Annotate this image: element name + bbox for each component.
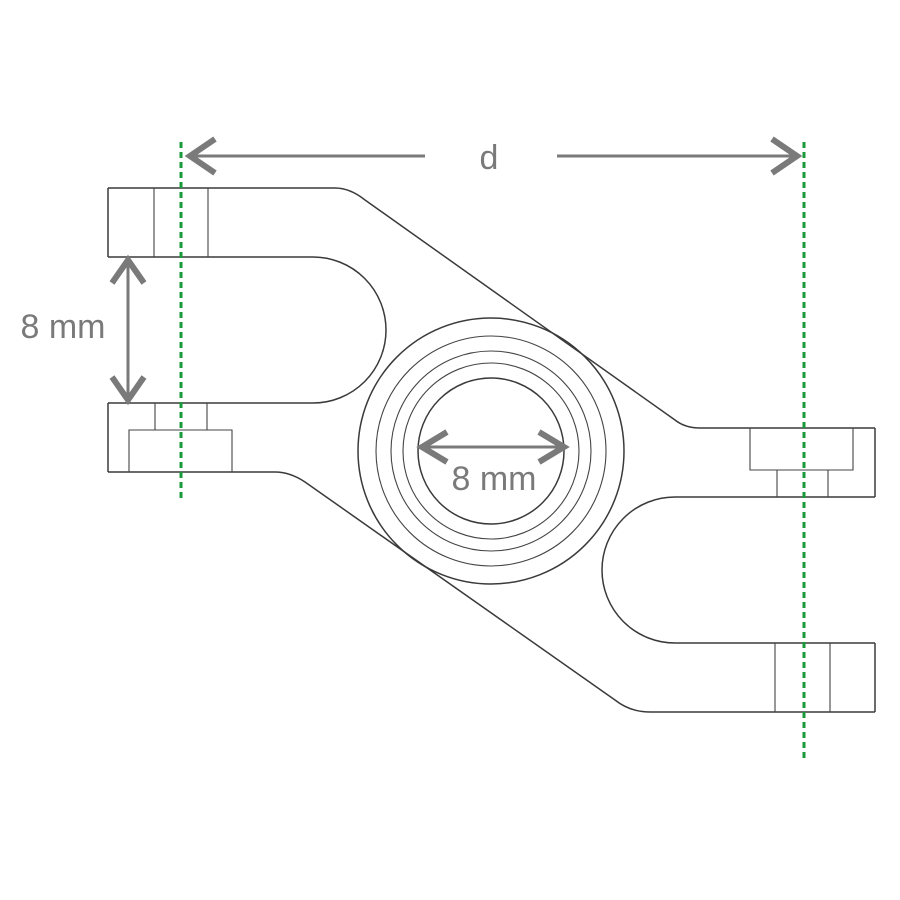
dimension-bore: [416, 429, 570, 465]
dimension-gap: [109, 254, 147, 406]
hub-outer-circle: [357, 317, 625, 585]
central-hub: [357, 317, 625, 585]
arrow-left-icon: [184, 136, 217, 176]
right-top-counterbore: [749, 428, 854, 497]
hub-bore-circle: [417, 377, 565, 525]
hub-ring-2: [390, 350, 592, 552]
distance-label: d: [480, 139, 499, 177]
hub-ring-3: [402, 362, 580, 540]
arrow-up-icon: [109, 254, 147, 285]
left-fork-slot: [108, 256, 387, 404]
left-top-hole: [153, 188, 209, 257]
right-fork-slot: [601, 496, 875, 644]
arrow-down-icon: [109, 375, 147, 406]
part-outline: [107, 187, 876, 713]
dimension-d: [184, 136, 803, 176]
gap-label: 8 mm: [21, 308, 106, 346]
upper-body-edge: [108, 187, 875, 429]
arrow-right-icon: [537, 429, 570, 465]
lower-body-edge: [108, 471, 875, 713]
arrow-left-icon: [416, 429, 449, 465]
bore-label: 8 mm: [452, 460, 537, 498]
left-bottom-counterbore: [128, 403, 233, 472]
hub-ring-1: [375, 335, 607, 567]
right-bottom-hole: [774, 643, 831, 712]
reference-axes: [179, 142, 806, 762]
arrow-right-icon: [770, 136, 803, 176]
